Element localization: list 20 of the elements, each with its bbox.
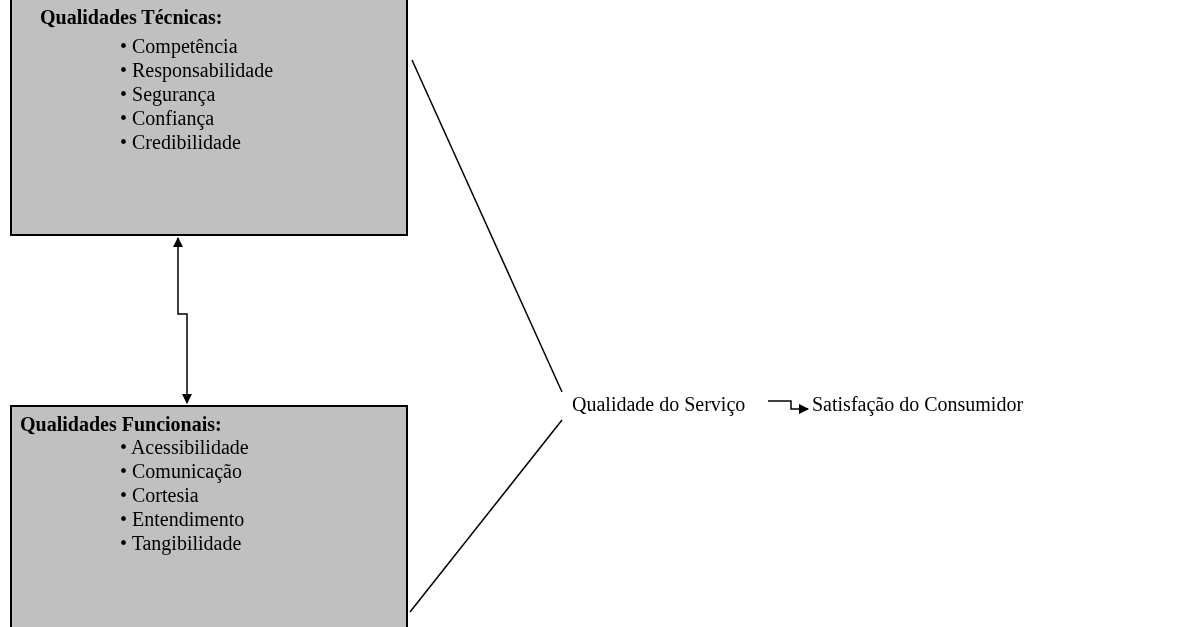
arrow [172,236,193,405]
list-item: • Acessibilidade [120,435,249,459]
box-heading: Qualidades Técnicas: [40,6,223,29]
node-label: Satisfação do Consumidor [812,392,1044,418]
text-box [10,405,408,627]
list-item: • Segurança [120,82,217,106]
list-item: • Responsabilidade [120,58,274,82]
list-item: • Cortesia [120,483,200,507]
list-item: • Tangibilidade [120,531,243,555]
text-box [10,0,408,236]
list-item: • Confiança [120,106,216,130]
node-label: Qualidade do Serviço [572,392,766,418]
list-item: • Credibilidade [120,130,242,154]
connector-line [409,419,563,613]
arrow [767,400,810,415]
list-item: • Entendimento [120,507,246,531]
connector-line [411,59,563,393]
list-item: • Comunicação [120,459,243,483]
list-item: • Competência [120,34,239,58]
box-heading: Qualidades Funcionais: [20,413,222,436]
